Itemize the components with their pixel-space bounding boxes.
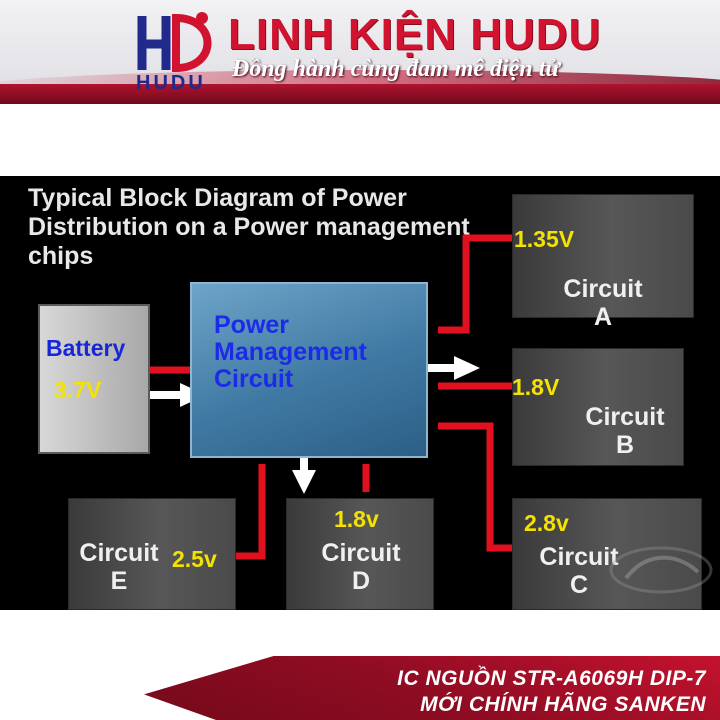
battery-voltage: 3.7V bbox=[54, 377, 102, 403]
circuit-a-letter: A bbox=[593, 303, 613, 331]
header-banner: HUDU LINH KIỆN HUDU Đồng hành cùng đam m… bbox=[0, 0, 720, 104]
product-title-line-1: IC NGUỒN STR-A6069H DIP-7 bbox=[397, 667, 706, 690]
circuit-c-block: Circuit C bbox=[512, 498, 702, 610]
circuit-e-letter: E bbox=[110, 567, 128, 595]
product-title-line-2: MỚI CHÍNH HÃNG SANKEN bbox=[420, 693, 706, 716]
circuit-b-letter: B bbox=[615, 431, 635, 459]
battery-label: Battery bbox=[46, 335, 126, 361]
diagram-title: Typical Block Diagram of Power Distribut… bbox=[28, 184, 470, 270]
voltage-label-c: 2.8v bbox=[524, 510, 569, 536]
battery-block: Battery 3.7V bbox=[38, 304, 150, 454]
voltage-label-e: 2.5v bbox=[172, 546, 217, 572]
block-diagram: Typical Block Diagram of Power Distribut… bbox=[0, 176, 720, 610]
connector-line-c bbox=[438, 422, 516, 552]
power-management-circuit-block: Power Management Circuit bbox=[190, 282, 428, 458]
circuit-d-name: Circuit bbox=[321, 539, 401, 567]
voltage-label-d: 1.8v bbox=[334, 506, 379, 532]
circuit-a-name: Circuit bbox=[563, 275, 643, 303]
circuit-e-block: Circuit E bbox=[68, 498, 236, 610]
brand-slogan: Đồng hành cùng đam mê điện tử bbox=[232, 56, 560, 82]
circuit-d-block: Circuit D bbox=[286, 498, 434, 610]
circuit-a-block: Circuit A bbox=[512, 194, 694, 331]
watermark-logo-icon bbox=[609, 546, 713, 594]
connector-line-e bbox=[236, 464, 266, 560]
logo-text: HUDU bbox=[136, 72, 206, 94]
voltage-label-b: 1.8V bbox=[512, 374, 560, 400]
voltage-label-a: 1.35V bbox=[514, 226, 575, 252]
circuit-d-letter: D bbox=[351, 567, 371, 595]
banner-red-strip bbox=[0, 84, 720, 104]
pmc-label: Power Management Circuit bbox=[214, 311, 367, 393]
circuit-c-letter: C bbox=[569, 571, 589, 599]
circuit-b-name: Circuit bbox=[585, 403, 665, 431]
arrow-pmc-out-right bbox=[412, 356, 480, 380]
hudu-logo-icon bbox=[137, 12, 212, 73]
brand-title: LINH KIỆN HUDU bbox=[228, 10, 602, 59]
footer-banner bbox=[144, 656, 720, 720]
circuit-b-block: Circuit B bbox=[512, 348, 684, 466]
circuit-e-name: Circuit bbox=[79, 539, 159, 567]
circuit-c-name: Circuit bbox=[539, 543, 619, 571]
connector-line-a bbox=[438, 234, 512, 334]
